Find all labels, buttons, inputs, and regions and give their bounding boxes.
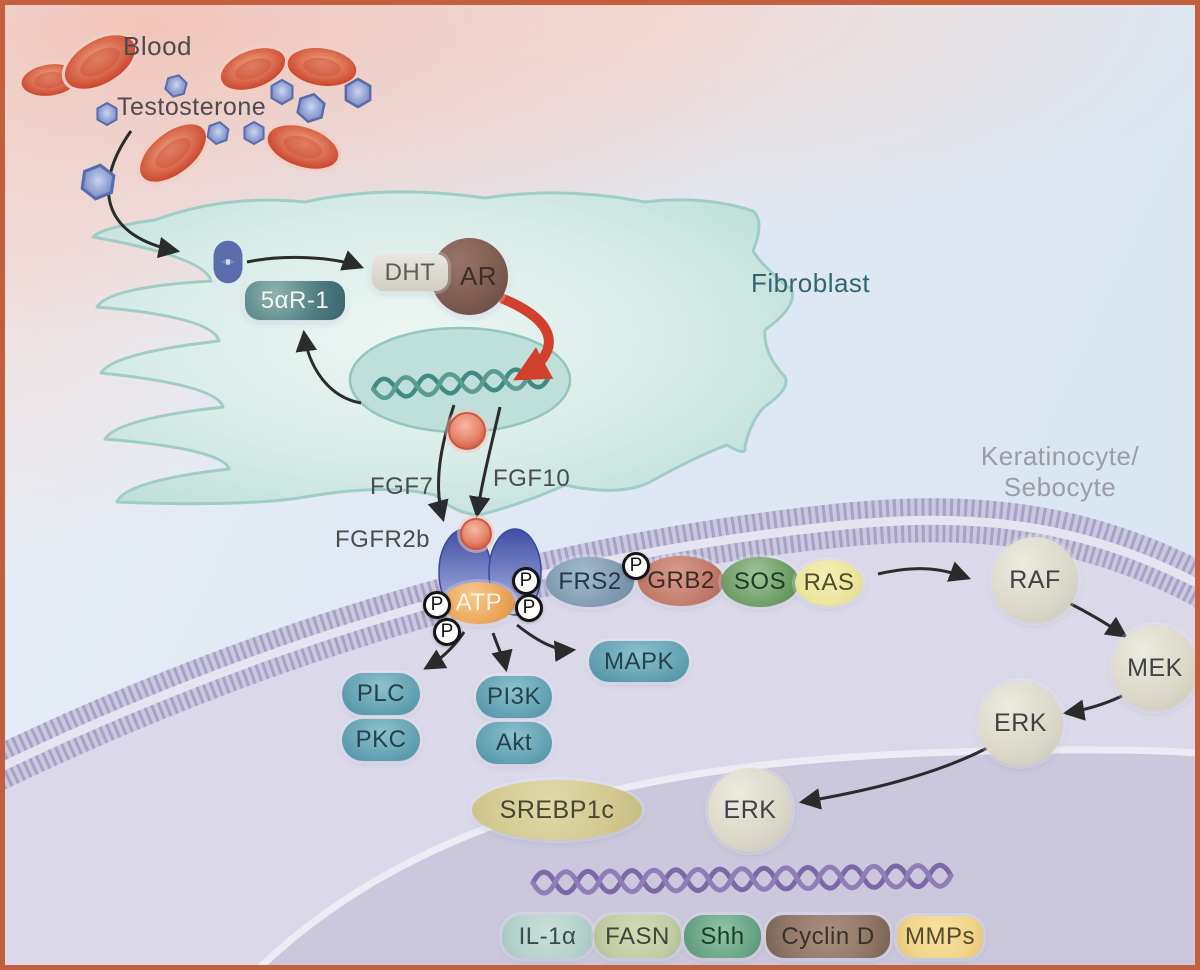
phosphate-badge: P (423, 591, 451, 619)
gene-il1a: IL-1α (502, 915, 593, 958)
il1a-text: IL-1α (518, 922, 577, 950)
p-text: P (430, 594, 444, 615)
testosterone-label: Testosterone (117, 93, 267, 121)
arrow-receptor-to-mapk (516, 623, 577, 662)
testosterone-hexagon-icons (80, 74, 372, 284)
raf-text: RAF (1009, 565, 1061, 594)
node-pi3k: PI3K (476, 676, 552, 718)
phosphate-badge: P (622, 552, 650, 580)
sos-text: SOS (733, 568, 787, 595)
arrow-ras-to-raf (877, 561, 972, 582)
gene-fasn: FASN (594, 915, 681, 958)
keratinocyte-nucleus (257, 746, 1195, 965)
diagram-artwork (5, 32, 1195, 965)
gene-shh: Shh (684, 915, 761, 958)
blood-label: Blood (123, 31, 192, 61)
p-text: P (629, 555, 643, 576)
akt-text: Akt (495, 729, 533, 756)
atp-text: ATP (455, 589, 503, 616)
fibroblast-cell (91, 190, 794, 516)
arrow-testosterone-to-dht (246, 250, 365, 271)
fibroblast-label: Fibroblast (751, 268, 871, 298)
arrows (106, 130, 1128, 810)
pi3k-text: PI3K (486, 683, 542, 710)
node-5ar1: 5αR-1 (245, 281, 345, 320)
cell-membrane (5, 498, 1195, 790)
phosphate-badge: P (512, 567, 540, 595)
frs2-text: FRS2 (558, 568, 622, 595)
arrow-receptor-to-pi3k (491, 632, 513, 673)
phosphate-badge: P (515, 594, 543, 622)
fgf7-label: FGF7 (370, 473, 434, 500)
fasn-text: FASN (605, 922, 670, 950)
cyclind-text: Cyclin D (781, 922, 875, 950)
node-atp: ATP (443, 582, 515, 624)
gene-mmps: MMPs (897, 916, 983, 958)
arrow-erk-to-nucleus (798, 746, 988, 810)
node-akt: Akt (476, 722, 552, 764)
node-erk-nuclear: ERK (708, 768, 792, 852)
ras-text: RAS (803, 569, 855, 596)
arrow-mek-to-erk (1062, 694, 1123, 721)
fgfr2b-label: FGFR2b (335, 526, 431, 553)
shh-text: Shh (700, 922, 745, 950)
erk-nuclear-text: ERK (723, 795, 777, 824)
p-text: P (519, 570, 533, 591)
fgf10-label: FGF10 (493, 465, 571, 492)
keratinocyte-label: Keratinocyte/ Sebocyte (955, 441, 1165, 503)
dna-helix-nucleus (530, 862, 954, 896)
node-raf: RAF (992, 537, 1078, 623)
mmps-text: MMPs (905, 923, 975, 950)
fgf-ligand (445, 409, 489, 453)
node-pkc: PKC (342, 719, 420, 761)
erk-text: ERK (994, 709, 1047, 737)
arrow-ar-activation (499, 293, 554, 381)
arrow-fgf10 (468, 406, 502, 519)
node-mapk: MAPK (589, 641, 689, 682)
arrow-testosterone-into-cell (106, 130, 181, 259)
ar-text: AR (459, 261, 498, 291)
dht-text: DHT (384, 258, 436, 286)
node-erk: ERK (978, 681, 1063, 766)
phosphate-badge: P (433, 618, 461, 646)
node-srebp1c: SREBP1c (472, 780, 642, 840)
node-ras: RAS (795, 560, 863, 606)
arrow-raf-to-mek (1066, 600, 1128, 638)
grb2-text: GRB2 (647, 567, 715, 594)
node-mek: MEK (1112, 625, 1195, 711)
node-sos: SOS (721, 557, 799, 607)
mek-text: MEK (1127, 653, 1183, 682)
p-text: P (522, 597, 536, 618)
plc-text: PLC (356, 680, 406, 707)
keratinocyte-label-line1: Keratinocyte/ (980, 441, 1140, 471)
pkc-text: PKC (355, 726, 407, 753)
mapk-text: MAPK (603, 647, 674, 675)
srebp1c-text: SREBP1c (499, 795, 615, 824)
p-text: P (440, 621, 454, 642)
testosterone-in-cell (213, 240, 243, 284)
gene-cyclind: Cyclin D (766, 915, 890, 958)
keratinocyte-label-line2: Sebocyte (1003, 472, 1117, 502)
arrow-receptor-to-plc (423, 631, 466, 670)
red-blood-cells (18, 32, 360, 185)
node-plc: PLC (342, 673, 420, 715)
fivear1-text: 5αR-1 (260, 286, 330, 314)
node-dht: DHT (372, 254, 448, 291)
arrow-nucleus-to-5ar1 (295, 329, 362, 405)
node-grb2: GRB2 (638, 556, 724, 606)
node-frs2: FRS2 (546, 557, 634, 607)
